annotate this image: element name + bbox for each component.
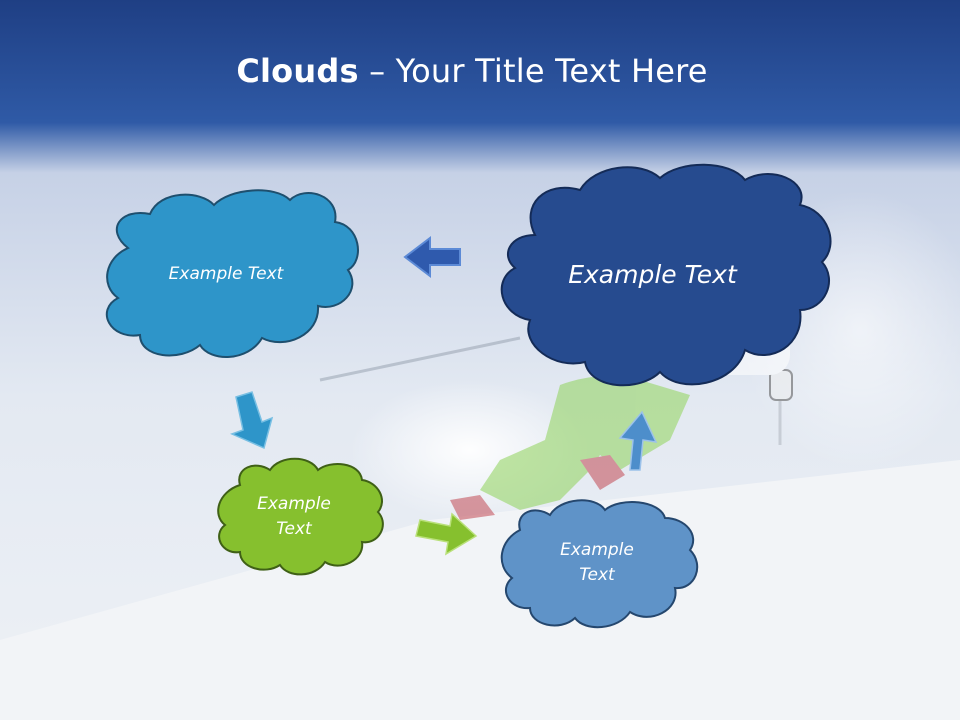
cloud-bottom-right-line-1: Example <box>560 540 634 560</box>
cloud-top-right <box>500 163 832 387</box>
slide-title: Clouds – Your Title Text Here <box>0 52 944 90</box>
title-bold: Clouds <box>236 52 359 90</box>
cloud-bottom-right-text: Example Text <box>530 538 664 587</box>
cloud-bottom-right-line-2: Text <box>579 564 615 585</box>
arrow-right <box>415 512 478 556</box>
cloud-top-left-text: Example Text <box>168 264 284 284</box>
cloud-middle-green <box>217 457 384 576</box>
cloud-middle-green-line-1: Example <box>257 494 331 514</box>
cloud-top-right-text: Example Text <box>568 260 737 289</box>
title-separator: – <box>358 52 396 90</box>
arrow-down <box>229 391 274 450</box>
cloud-top-left <box>105 189 359 358</box>
cloud-bottom-right <box>500 499 699 629</box>
arrow-up <box>618 410 658 471</box>
cloud-middle-green-text: Example Text <box>232 492 356 541</box>
title-rest: Your Title Text Here <box>395 52 708 90</box>
cloud-middle-green-line-2: Text <box>276 518 312 539</box>
arrow-left <box>403 235 461 279</box>
